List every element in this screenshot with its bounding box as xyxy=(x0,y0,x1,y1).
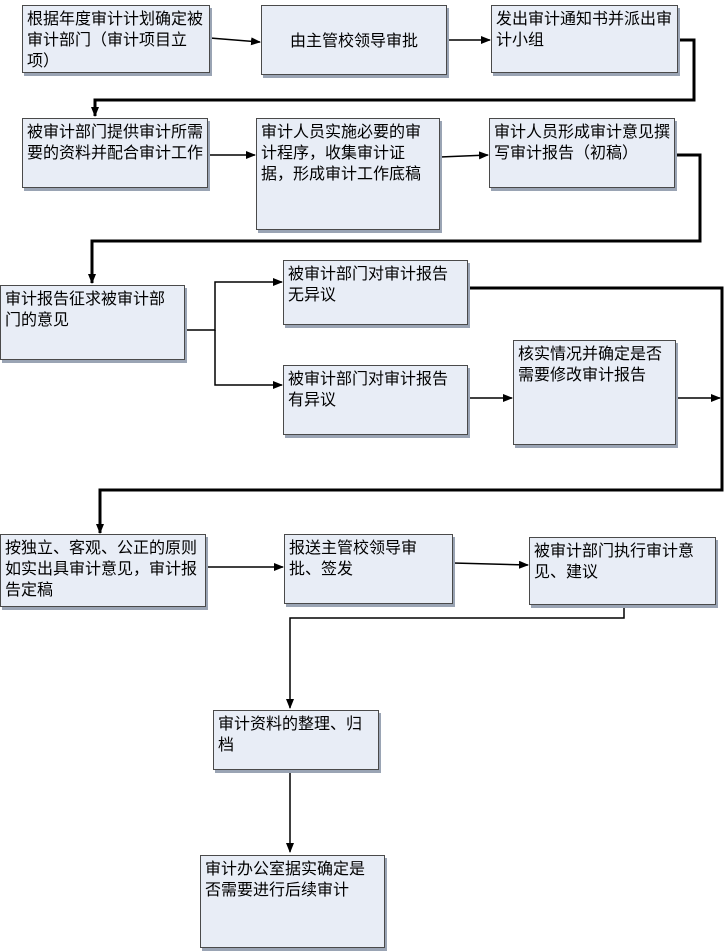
step-archive-materials-text: 审计资料的整理、归档 xyxy=(218,714,363,754)
step-submit-approval-text: 报送主管校领导审批、签发 xyxy=(289,538,418,578)
step-implement-opinions: 被审计部门执行审计意见、建议 xyxy=(529,537,716,605)
step-draft-report: 审计人员形成审计意见撰写审计报告（初稿） xyxy=(489,118,675,188)
arrow-b5-b6 xyxy=(439,151,489,160)
step-has-objection: 被审计部门对审计报告有异议 xyxy=(283,365,468,435)
step-finalize-report-text: 按独立、客观、公正的原则如实出具审计意见，审计报告定稿 xyxy=(5,538,198,599)
step-leader-approval-text: 由主管校领导审批 xyxy=(289,30,418,50)
step-issue-notice: 发出审计通知书并派出审计小组 xyxy=(491,5,678,73)
step-implement-opinions-text: 被审计部门执行审计意见、建议 xyxy=(534,541,695,581)
arrow-b13-b14 xyxy=(286,605,625,709)
arrow-b6-b7 xyxy=(88,153,702,284)
step-verify-revise: 核实情况并确定是否需要修改审计报告 xyxy=(513,340,676,445)
step-verify-revise-text: 核实情况并确定是否需要修改审计报告 xyxy=(518,344,663,384)
arrow-b7-b9 xyxy=(214,330,283,389)
arrow-b12-b13 xyxy=(452,560,529,569)
arrow-b3-b4 xyxy=(91,38,696,117)
step-follow-up-audit-text: 审计办公室据实确定是否需要进行后续审计 xyxy=(205,859,366,899)
step-provide-materials: 被审计部门提供审计所需要的资料并配合审计工作 xyxy=(22,118,208,188)
step-archive-materials: 审计资料的整理、归档 xyxy=(213,710,379,770)
step-audit-procedures-text: 审计人员实施必要的审计程序，收集审计证据，形成审计工作底稿 xyxy=(261,122,422,183)
step-draft-report-text: 审计人员形成审计意见撰写审计报告（初稿） xyxy=(494,122,671,162)
step-audit-procedures: 审计人员实施必要的审计程序，收集审计证据，形成审计工作底稿 xyxy=(256,118,440,230)
step-solicit-opinions: 审计报告征求被审计部门的意见 xyxy=(0,285,185,360)
step-project-initiation-text: 根据年度审计计划确定被审计部门（审计项目立项） xyxy=(27,9,204,70)
step-submit-approval: 报送主管校领导审批、签发 xyxy=(284,534,453,604)
step-project-initiation: 根据年度审计计划确定被审计部门（审计项目立项） xyxy=(22,5,210,73)
arrow-b8-b11 xyxy=(96,286,724,534)
step-has-objection-text: 被审计部门对审计报告有异议 xyxy=(288,369,449,409)
step-solicit-opinions-text: 审计报告征求被审计部门的意见 xyxy=(5,289,166,329)
step-issue-notice-text: 发出审计通知书并派出审计小组 xyxy=(496,9,673,49)
arrow-b1-b2 xyxy=(209,37,261,46)
step-no-objection: 被审计部门对审计报告无异议 xyxy=(283,260,468,325)
step-follow-up-audit: 审计办公室据实确定是否需要进行后续审计 xyxy=(200,855,385,948)
arrow-b7-b8 xyxy=(185,278,283,331)
step-leader-approval: 由主管校领导审批 xyxy=(261,5,447,75)
step-finalize-report: 按独立、客观、公正的原则如实出具审计意见，审计报告定稿 xyxy=(0,534,206,607)
step-no-objection-text: 被审计部门对审计报告无异议 xyxy=(288,264,449,304)
step-provide-materials-text: 被审计部门提供审计所需要的资料并配合审计工作 xyxy=(27,122,204,162)
